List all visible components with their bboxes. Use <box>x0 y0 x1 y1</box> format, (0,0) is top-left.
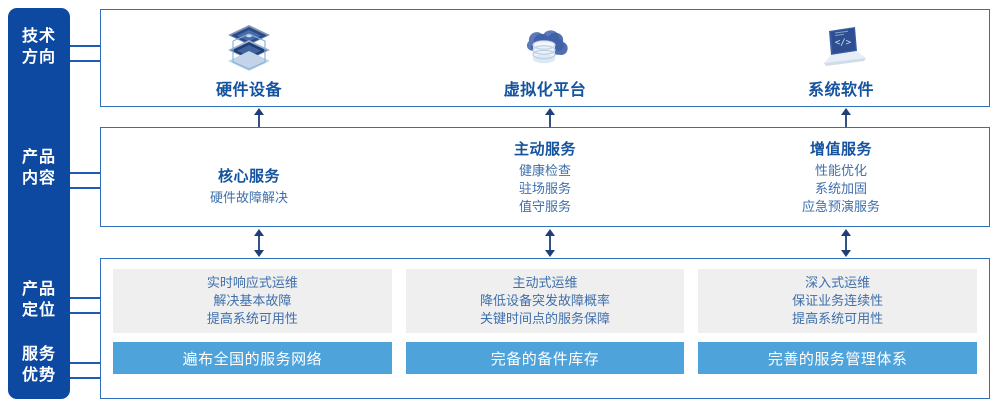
positioning-box-proactive[interactable]: 主动式运维 降低设备突发故障概率 关键时间点的服务保障 <box>405 269 685 333</box>
rail-label-product-content: 产品 内容 <box>21 149 56 187</box>
content-title-value-added: 增值服务 <box>809 141 872 158</box>
advantage-bar-management[interactable]: 完善的服务管理体系 <box>698 342 978 374</box>
positioning-box-indepth[interactable]: 深入式运维 保证业务连续性 提高系统可用性 <box>698 269 978 333</box>
connector-advantage-bottom <box>70 377 101 379</box>
rail-label-tech-direction: 技术 方向 <box>21 28 56 66</box>
tech-label-hardware: 硬件设备 <box>215 82 282 99</box>
positioning-line: 实时响应式运维 <box>206 275 298 290</box>
rail-label-product-position: 产品 定位 <box>21 281 56 319</box>
positioning-line: 提高系统可用性 <box>792 311 884 326</box>
arrow-up-system-software <box>841 108 851 127</box>
positioning-line: 保证业务连续性 <box>792 293 884 308</box>
tech-item-virtualization[interactable]: 虚拟化平台 <box>397 10 693 106</box>
svg-text:</>: </> <box>835 38 852 48</box>
tech-label-system-software: 系统软件 <box>807 82 874 99</box>
tech-item-hardware[interactable]: 硬件设备 <box>101 10 397 106</box>
connector-position-top <box>70 297 101 299</box>
positioning-line: 关键时间点的服务保障 <box>480 311 611 326</box>
advantage-bar-network[interactable]: 遍布全国的服务网络 <box>113 342 392 374</box>
advantage-bar-spareparts[interactable]: 完备的备件库存 <box>405 342 685 374</box>
positioning-line: 深入式运维 <box>805 275 871 290</box>
content-title-core: 核心服务 <box>217 168 280 185</box>
content-column-value-added[interactable]: 增值服务 性能优化 系统加固 应急预演服务 <box>693 128 989 226</box>
content-item: 应急预演服务 <box>801 199 880 214</box>
arrow-up-virtualization <box>545 108 555 127</box>
content-item: 系统加固 <box>814 181 867 196</box>
positioning-advantage-panel: 实时响应式运维 解决基本故障 提高系统可用性 主动式运维 降低设备突发故障概率 … <box>100 258 990 399</box>
positioning-row: 实时响应式运维 解决基本故障 提高系统可用性 主动式运维 降低设备突发故障概率 … <box>113 269 978 333</box>
product-content-panel: 核心服务 硬件故障解决 主动服务 健康检查 驻场服务 值守服务 增值服务 性能优… <box>100 127 990 227</box>
connector-tech-bottom <box>70 60 101 62</box>
connector-content-top <box>70 172 101 174</box>
tech-direction-panel: 硬件设备 <box>100 9 990 107</box>
positioning-line: 降低设备突发故障概率 <box>480 293 611 308</box>
connector-tech-top <box>70 45 101 47</box>
stage-rail <box>8 8 70 399</box>
tech-label-virtualization: 虚拟化平台 <box>503 82 587 99</box>
content-item: 硬件故障解决 <box>209 190 288 205</box>
content-column-core[interactable]: 核心服务 硬件故障解决 <box>101 128 397 226</box>
content-item: 健康检查 <box>518 163 571 178</box>
content-item: 性能优化 <box>814 163 867 178</box>
rail-label-service-advantage: 服务 优势 <box>21 346 56 384</box>
laptop-code-icon: </> <box>811 20 871 72</box>
cloud-database-icon <box>515 20 575 72</box>
content-item: 值守服务 <box>518 199 571 214</box>
positioning-line: 解决基本故障 <box>213 293 292 308</box>
connector-advantage-top <box>70 362 101 364</box>
arrow-bidirectional-value-added <box>841 229 851 257</box>
arrow-bidirectional-proactive <box>545 229 555 257</box>
positioning-line: 主动式运维 <box>512 275 578 290</box>
database-cylinder <box>532 40 556 64</box>
content-column-proactive[interactable]: 主动服务 健康检查 驻场服务 值守服务 <box>397 128 693 226</box>
positioning-box-realtime[interactable]: 实时响应式运维 解决基本故障 提高系统可用性 <box>113 269 392 333</box>
connector-content-bottom <box>70 187 101 189</box>
arrow-up-hardware <box>254 108 264 127</box>
tech-item-system-software[interactable]: </> 系统软件 <box>693 10 989 106</box>
connector-position-bottom <box>70 312 101 314</box>
positioning-line: 提高系统可用性 <box>206 311 298 326</box>
content-item: 驻场服务 <box>518 181 571 196</box>
arrow-bidirectional-core <box>254 229 264 257</box>
content-title-proactive: 主动服务 <box>513 141 576 158</box>
server-stack-icon <box>219 20 279 72</box>
advantage-row: 遍布全国的服务网络 完备的备件库存 完善的服务管理体系 <box>113 342 978 374</box>
